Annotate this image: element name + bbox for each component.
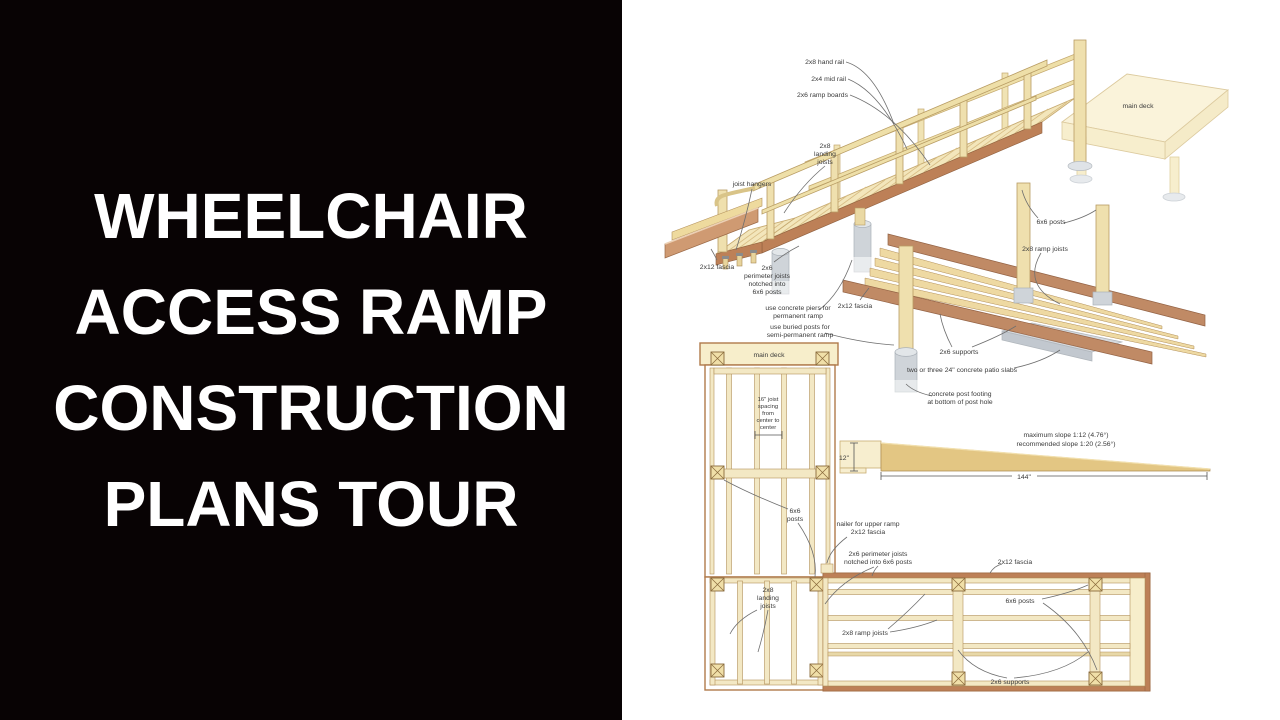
plan-label-perimeter-1: 2x6 perimeter joists — [849, 551, 909, 558]
label-landing-joists-1: 2x8 — [820, 143, 831, 150]
label-supports-iso: 2x6 supports — [940, 349, 980, 356]
label-run: 144" — [1017, 474, 1031, 481]
lower-ramp — [842, 182, 1207, 394]
label-perimeter-4: 6x6 posts — [752, 289, 782, 296]
plan-label-landing-2: landing — [757, 595, 779, 602]
label-posts-iso: 6x6 posts — [1036, 219, 1066, 226]
label-main-deck: main deck — [1123, 103, 1155, 110]
title-line-3: CONSTRUCTION — [53, 372, 569, 444]
plan-label-landing-1: 2x8 — [763, 587, 774, 594]
label-post-footing-1: concrete post footing — [928, 391, 991, 398]
label-buried-posts-1: use buried posts for — [770, 324, 830, 331]
plan-label-posts-2: posts — [787, 516, 804, 523]
title-line-1: WHEELCHAIR — [94, 180, 528, 252]
title-line-2: ACCESS RAMP — [74, 276, 548, 348]
label-fascia-lower: 2x12 fascia — [838, 303, 873, 310]
label-ramp-joists-iso: 2x8 ramp joists — [1022, 246, 1068, 253]
ramp-plans-illustration: 2x8 hand rail 2x4 mid rail 2x6 ramp boar… — [664, 39, 1230, 692]
iso-labels: 2x8 hand rail 2x4 mid rail 2x6 ramp boar… — [700, 59, 1154, 406]
diagram-panel: 2x8 hand rail 2x4 mid rail 2x6 ramp boar… — [622, 0, 1280, 720]
label-perimeter-3: notched into — [748, 281, 785, 288]
label-concrete-piers-2: permanent ramp — [773, 313, 823, 320]
plan-label-landing-3: joists — [759, 603, 776, 610]
deck-post — [1067, 39, 1093, 171]
label-fascia-left: 2x12 fascia — [700, 264, 735, 271]
plan-label-supports: 2x6 supports — [991, 679, 1031, 686]
plan-label-spacing-2: spacing — [758, 404, 778, 410]
label-concrete-piers-1: use concrete piers for — [765, 305, 831, 312]
label-buried-posts-2: semi-permanent ramp — [767, 332, 834, 339]
plan-view-left: main deck 16" joist spacing from center … — [699, 342, 839, 691]
plan-label-nailer-2: 2x12 fascia — [851, 529, 886, 536]
landing — [715, 207, 872, 296]
iso-leaders — [710, 61, 1097, 397]
label-max-slope: maximum slope 1:12 (4.76°) — [1023, 431, 1108, 439]
label-recommended-slope: recommended slope 1:20 (2.56°) — [1016, 440, 1115, 448]
label-post-footing-2: at bottom of post hole — [927, 399, 993, 406]
label-hand-rail: 2x8 hand rail — [805, 59, 844, 66]
label-landing-joists-3: joists — [816, 159, 833, 166]
label-mid-rail: 2x4 mid rail — [811, 76, 846, 83]
label-joist-hangers: joist hangers — [732, 181, 772, 188]
title-panel: WHEELCHAIR ACCESS RAMP CONSTRUCTION PLAN… — [0, 0, 622, 720]
label-ramp-boards: 2x6 ramp boards — [797, 92, 849, 99]
title-line-4: PLANS TOUR — [103, 468, 519, 540]
plan-label-posts: 6x6 posts — [1005, 598, 1035, 605]
label-perimeter-1: 2x6 — [762, 265, 773, 272]
plan-label-spacing-5: center — [760, 425, 776, 431]
slope-diagram: maximum slope 1:12 (4.76°) recommended s… — [839, 431, 1211, 481]
plan-view-bottom: nailer for upper ramp 2x12 fascia 2x6 pe… — [820, 521, 1151, 692]
plan-label-posts-1: 6x6 — [790, 508, 801, 515]
plan-label-perimeter-2: notched into 6x6 posts — [844, 559, 913, 566]
label-perimeter-2: perimeter joists — [744, 273, 791, 280]
plan-label-spacing-1: 16" joist — [758, 397, 779, 403]
plan-label-spacing-4: center to — [757, 418, 781, 424]
floating-fascia-boards — [664, 197, 763, 259]
plan-label-spacing-3: from — [762, 411, 774, 417]
concrete-piers — [771, 207, 872, 296]
main-deck-ghost — [1060, 73, 1230, 202]
iso-view: 2x8 hand rail 2x4 mid rail 2x6 ramp boar… — [664, 39, 1230, 406]
plan-label-main-deck: main deck — [754, 352, 786, 359]
plan-label-nailer-1: nailer for upper ramp — [836, 521, 899, 528]
label-patio-slabs: two or three 24" concrete patio slabs — [907, 367, 1018, 374]
plan-label-fascia: 2x12 fascia — [998, 559, 1033, 566]
label-rise: 12" — [839, 455, 850, 462]
label-landing-joists-2: landing — [814, 151, 836, 158]
plan-label-ramp-joists: 2x8 ramp joists — [842, 630, 888, 637]
